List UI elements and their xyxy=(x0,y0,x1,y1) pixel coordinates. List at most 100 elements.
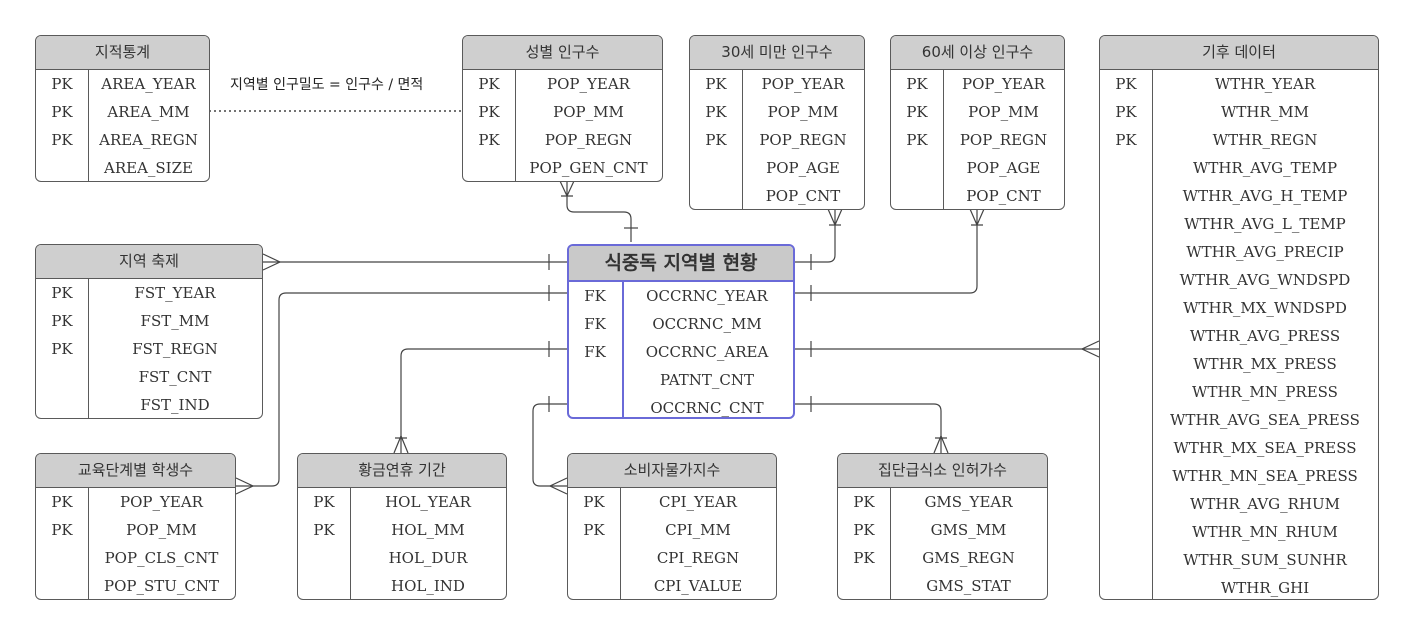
table-row: POP_CNT xyxy=(891,182,1064,209)
column-name: WTHR_GHI xyxy=(1220,579,1310,597)
column-name: PATNT_CNT xyxy=(660,371,754,389)
column-name: CPI_VALUE xyxy=(653,577,743,595)
rel-pop-o60 xyxy=(794,209,978,294)
table-row: WTHR_GHI xyxy=(1100,574,1378,599)
key-type: PK xyxy=(906,131,928,149)
key-type: PK xyxy=(705,103,727,121)
column-name: FST_MM xyxy=(140,312,210,330)
key-column-divider xyxy=(88,70,89,181)
column-name: POP_MM xyxy=(968,103,1039,121)
rel-gms xyxy=(794,403,942,453)
key-type: PK xyxy=(51,103,73,121)
column-name: WTHR_AVG_PRESS xyxy=(1189,327,1341,345)
table-row: OCCRNC_CNT xyxy=(569,394,793,417)
column-name: WTHR_AVG_PRECIP xyxy=(1186,243,1344,261)
column-name: CPI_REGN xyxy=(656,549,740,567)
entity-title: 황금연휴 기간 xyxy=(298,454,506,488)
crowfoot-pop-gen xyxy=(559,180,575,198)
table-row: HOL_DUR xyxy=(298,544,506,572)
rel-pop-gen xyxy=(566,181,632,242)
column-name: WTHR_SUM_SUNHR xyxy=(1183,551,1347,569)
column-name: WTHR_AVG_L_TEMP xyxy=(1184,215,1346,233)
key-type: PK xyxy=(906,75,928,93)
column-name: HOL_DUR xyxy=(388,549,468,567)
key-type: PK xyxy=(1115,75,1137,93)
table-row: GMS_STAT xyxy=(838,572,1047,599)
key-column-divider xyxy=(620,488,621,599)
table-row: WTHR_AVG_WNDSPD xyxy=(1100,266,1378,294)
table-row: WTHR_AVG_PRESS xyxy=(1100,322,1378,350)
column-name: HOL_MM xyxy=(391,521,465,539)
key-type: FK xyxy=(584,343,606,361)
key-type: PK xyxy=(51,284,73,302)
column-name: POP_AGE xyxy=(966,159,1041,177)
table-row: PK FST_YEAR xyxy=(36,279,262,307)
key-type: PK xyxy=(583,493,605,511)
column-name: FST_YEAR xyxy=(134,284,216,302)
table-row: WTHR_MX_WNDSPD xyxy=(1100,294,1378,322)
entity-title: 60세 이상 인구수 xyxy=(891,36,1064,70)
key-type: PK xyxy=(583,521,605,539)
column-name: CPI_MM xyxy=(665,521,731,539)
table-row: WTHR_AVG_TEMP xyxy=(1100,154,1378,182)
column-name: WTHR_AVG_WNDSPD xyxy=(1179,271,1351,289)
table-row: POP_GEN_CNT xyxy=(463,154,662,181)
table-row: PK POP_YEAR xyxy=(891,70,1064,98)
column-name: WTHR_AVG_H_TEMP xyxy=(1182,187,1348,205)
crowfoot-weather xyxy=(1080,340,1100,358)
table-row: HOL_IND xyxy=(298,572,506,599)
column-name: POP_YEAR xyxy=(962,75,1045,93)
column-name: AREA_MM xyxy=(107,103,190,121)
column-name: POP_STU_CNT xyxy=(103,577,219,595)
key-column-divider xyxy=(350,488,351,599)
key-type: PK xyxy=(313,521,335,539)
crowfoot-gms xyxy=(933,434,949,454)
table-row: PK WTHR_YEAR xyxy=(1100,70,1378,98)
column-name: FST_CNT xyxy=(138,368,212,386)
key-column-divider xyxy=(88,488,89,599)
table-row: WTHR_AVG_PRECIP xyxy=(1100,238,1378,266)
column-name: POP_REGN xyxy=(759,131,847,149)
column-name: OCCRNC_AREA xyxy=(645,343,769,361)
key-type: PK xyxy=(853,549,875,567)
column-name: GMS_REGN xyxy=(922,549,1015,567)
table-row: WTHR_MX_PRESS xyxy=(1100,350,1378,378)
table-row: WTHR_MN_SEA_PRESS xyxy=(1100,462,1378,490)
key-type: PK xyxy=(51,521,73,539)
key-type: FK xyxy=(584,315,606,333)
rel-pop-u30 xyxy=(794,209,836,263)
key-type: PK xyxy=(1115,131,1137,149)
table-row: CPI_VALUE xyxy=(568,572,776,599)
column-name: POP_CNT xyxy=(966,187,1041,205)
table-row: FK OCCRNC_AREA xyxy=(569,338,793,366)
column-name: POP_CLS_CNT xyxy=(104,549,219,567)
key-type: PK xyxy=(478,75,500,93)
entity-title: 성별 인구수 xyxy=(463,36,662,70)
key-type: PK xyxy=(853,493,875,511)
column-name: HOL_IND xyxy=(391,577,465,595)
column-name: WTHR_YEAR xyxy=(1214,75,1316,93)
table-row: FST_IND xyxy=(36,391,262,418)
